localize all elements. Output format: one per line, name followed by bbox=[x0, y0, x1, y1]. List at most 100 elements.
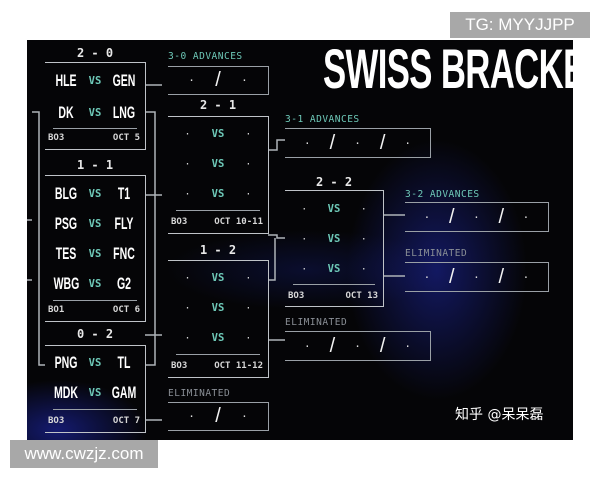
label-2-3-eliminated: ELIMINATED bbox=[405, 248, 468, 259]
vs-label: VS bbox=[327, 203, 341, 215]
bracket-connectors bbox=[27, 84, 405, 421]
slot: · bbox=[360, 233, 367, 245]
slot: · bbox=[360, 203, 367, 215]
slot: · bbox=[245, 332, 252, 344]
slot: · bbox=[304, 136, 311, 150]
slot: · bbox=[304, 339, 311, 353]
slot: · bbox=[184, 272, 191, 284]
bottom-watermark: www.cwzjz.com bbox=[10, 440, 158, 468]
date: OCT 6 bbox=[112, 305, 140, 315]
team: GAM bbox=[111, 383, 137, 402]
match-row[interactable]: ·VS· bbox=[285, 229, 383, 249]
team: PSG bbox=[55, 214, 78, 233]
slot: · bbox=[184, 302, 191, 314]
vs-label: VS bbox=[88, 357, 102, 369]
vs-label: VS bbox=[88, 188, 102, 200]
slot: · bbox=[184, 188, 191, 200]
slot: · bbox=[245, 188, 252, 200]
slot: · bbox=[245, 302, 252, 314]
record-1-1: 1 - 1 bbox=[76, 158, 114, 172]
format: BO1 bbox=[48, 305, 65, 315]
match-row[interactable]: ·VS· bbox=[168, 328, 268, 348]
record-2-0: 2 - 0 bbox=[76, 46, 114, 60]
match-row[interactable]: ·VS· bbox=[168, 154, 268, 174]
label-1-3-eliminated: ELIMINATED bbox=[285, 317, 348, 328]
match-row[interactable]: · VS · bbox=[168, 298, 268, 318]
vs-label: VS bbox=[211, 302, 225, 314]
slot: · bbox=[184, 332, 191, 344]
record-2-2: 2 - 2 bbox=[315, 175, 353, 189]
format: BO3 bbox=[171, 217, 188, 227]
divider bbox=[53, 300, 137, 301]
team: GEN bbox=[112, 71, 136, 90]
team: TES bbox=[55, 244, 77, 263]
vs-label: VS bbox=[211, 128, 225, 140]
top-watermark: TG: MYYJJPP bbox=[450, 12, 590, 38]
slash: / bbox=[379, 131, 386, 154]
team: TL bbox=[117, 353, 131, 372]
vs-label: VS bbox=[88, 218, 102, 230]
team: PNG bbox=[54, 353, 78, 372]
slash: / bbox=[329, 131, 336, 154]
slot: · bbox=[184, 158, 191, 170]
vs-label: VS bbox=[88, 387, 102, 399]
vs-label: VS bbox=[211, 272, 225, 284]
slot: · bbox=[473, 210, 480, 224]
slash: / bbox=[329, 334, 336, 357]
label-3-2-advances: 3-2 ADVANCES bbox=[405, 189, 480, 200]
match-row[interactable]: ·VS· bbox=[168, 184, 268, 204]
team: FLY bbox=[114, 214, 134, 233]
team: G2 bbox=[116, 274, 131, 293]
format: BO3 bbox=[171, 361, 188, 371]
slot: · bbox=[423, 210, 431, 224]
team: BLG bbox=[55, 184, 78, 203]
date: OCT 5 bbox=[112, 133, 140, 143]
slot: · bbox=[188, 410, 195, 423]
slash: / bbox=[498, 205, 504, 228]
slot: · bbox=[245, 128, 252, 140]
match-row[interactable]: · VS · bbox=[168, 124, 268, 144]
team: HLE bbox=[55, 71, 77, 90]
label-3-1-advances: 3-1 ADVANCES bbox=[285, 114, 360, 125]
match-row[interactable]: ·VS· bbox=[285, 259, 383, 279]
vs-label: VS bbox=[327, 233, 341, 245]
vs-label: VS bbox=[327, 263, 341, 275]
result-slots-2-3: ·/·/· bbox=[405, 262, 549, 292]
slot: · bbox=[522, 270, 530, 284]
slot: · bbox=[301, 263, 308, 275]
vs-label: VS bbox=[88, 107, 102, 119]
zhihu-watermark: 知乎 @呆呆磊 bbox=[455, 407, 544, 423]
slot: · bbox=[241, 74, 248, 87]
match-row[interactable]: · VS · bbox=[285, 199, 383, 219]
team: FNC bbox=[112, 244, 135, 263]
slot: · bbox=[301, 203, 308, 215]
date: OCT 7 bbox=[112, 416, 140, 426]
label-0-3-eliminated: ELIMINATED bbox=[168, 388, 231, 399]
slash: / bbox=[215, 69, 221, 91]
slot: · bbox=[473, 270, 480, 284]
team: WBG bbox=[53, 274, 80, 293]
match-row[interactable]: ·VS· bbox=[168, 268, 268, 288]
match-row[interactable]: PNG VS TL bbox=[45, 353, 145, 373]
result-slots-3-1: ·/·/· bbox=[285, 128, 431, 158]
team: LNG bbox=[112, 103, 135, 122]
match-row[interactable]: PSG VS FLY bbox=[45, 214, 145, 234]
slot: · bbox=[404, 136, 411, 150]
divider bbox=[53, 409, 137, 410]
slot: · bbox=[404, 339, 411, 353]
slot: · bbox=[184, 128, 191, 140]
divider bbox=[176, 210, 260, 211]
record-0-2: 0 - 2 bbox=[76, 327, 114, 341]
